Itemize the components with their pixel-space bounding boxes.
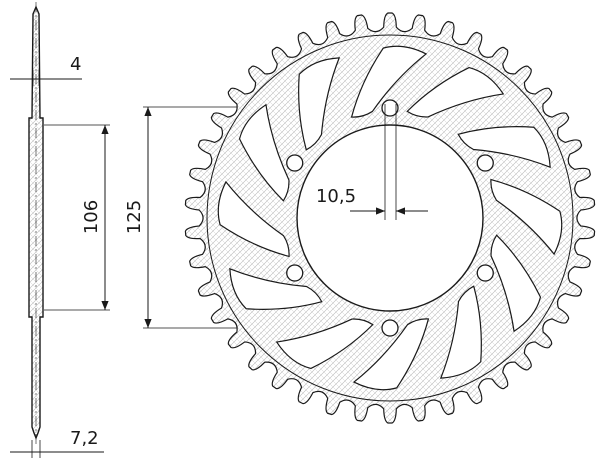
- bolt-hole: [381, 319, 399, 337]
- bolt-hole: [286, 154, 304, 172]
- cutout-slot: [217, 180, 290, 258]
- cutout-slot: [352, 318, 430, 391]
- cutout-slot: [490, 178, 563, 256]
- pitch-circle: [206, 34, 574, 402]
- cutout-slot: [229, 267, 323, 310]
- lightening-cutouts: [217, 45, 563, 391]
- cutout-slot: [457, 126, 551, 169]
- center-bore: [296, 124, 484, 312]
- cutout-slot: [439, 285, 482, 379]
- side-profile-view: 4 7,2: [10, 2, 104, 458]
- bolt-holes: [286, 99, 494, 337]
- dim-7-2-label: 7,2: [70, 428, 99, 449]
- cutout-slot: [298, 57, 341, 151]
- cutout-slot: [406, 66, 505, 118]
- bolt-hole: [476, 264, 494, 282]
- dimension-106: 106: [44, 124, 110, 311]
- bolt-hole: [286, 264, 304, 282]
- dim-10-5-label: 10,5: [316, 186, 356, 207]
- cutout-slot: [350, 45, 428, 118]
- cutout-slot: [490, 234, 542, 333]
- bolt-hole: [476, 154, 494, 172]
- dimension-10-5: 10,5: [316, 104, 428, 220]
- sprocket-face-view: [184, 12, 596, 424]
- dim-125-label: 125: [124, 200, 145, 234]
- cutout-slot: [238, 103, 290, 202]
- dim-4-label: 4: [70, 54, 81, 75]
- bolt-hole: [381, 99, 399, 117]
- cutout-slot: [275, 318, 374, 370]
- dim-106-label: 106: [81, 200, 102, 234]
